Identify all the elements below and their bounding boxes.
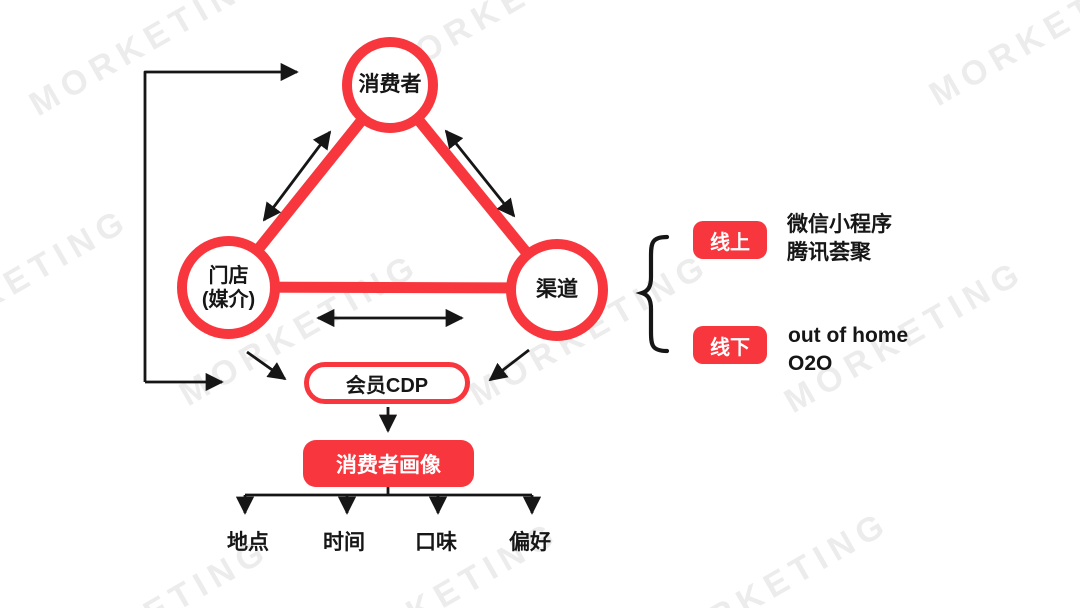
consumer-channel-arrow xyxy=(444,129,516,218)
node-consumer-profile-label: 消费者画像 xyxy=(336,453,441,477)
offline-items: out of home O2O xyxy=(788,322,908,378)
store-to-cdp-arrow xyxy=(246,350,287,381)
online-badge-label: 线上 xyxy=(710,231,750,254)
channel-to-cdp-arrow xyxy=(488,348,530,382)
online-items: 微信小程序 腾讯荟聚 xyxy=(787,211,892,267)
node-channel-label: 渠道 xyxy=(536,278,578,302)
node-consumer-label: 消费者 xyxy=(358,73,422,97)
output-label-taste: 口味 xyxy=(415,531,457,554)
online-item-tencent-huiju: 腾讯荟聚 xyxy=(787,241,871,264)
node-store-label-line1: 门店 xyxy=(208,264,249,287)
node-member-cdp-label: 会员CDP xyxy=(345,374,429,397)
output-label-location: 地点 xyxy=(227,531,269,554)
loop-to-consumer-arrow xyxy=(143,62,299,382)
offline-item-out-of-home: out of home xyxy=(788,324,909,347)
offline-badge: 线下 xyxy=(693,326,767,364)
node-store: 门店 (媒介) xyxy=(177,236,280,339)
offline-item-o2o: O2O xyxy=(788,352,833,375)
online-item-wechat-miniprogram: 微信小程序 xyxy=(787,213,892,236)
output-label-time: 时间 xyxy=(323,531,365,554)
curly-brace xyxy=(635,234,670,354)
online-badge: 线上 xyxy=(693,221,767,259)
store-consumer-arrow xyxy=(262,130,332,222)
node-consumer-profile: 消费者画像 xyxy=(303,440,474,487)
offline-badge-label: 线下 xyxy=(710,336,750,359)
node-member-cdp: 会员CDP xyxy=(304,362,470,404)
output-label-preference: 偏好 xyxy=(509,531,551,554)
node-consumer: 消费者 xyxy=(342,37,438,133)
node-channel: 渠道 xyxy=(506,239,608,341)
node-store-label-line2: (媒介) xyxy=(201,288,256,311)
flow-arrows xyxy=(143,62,542,515)
